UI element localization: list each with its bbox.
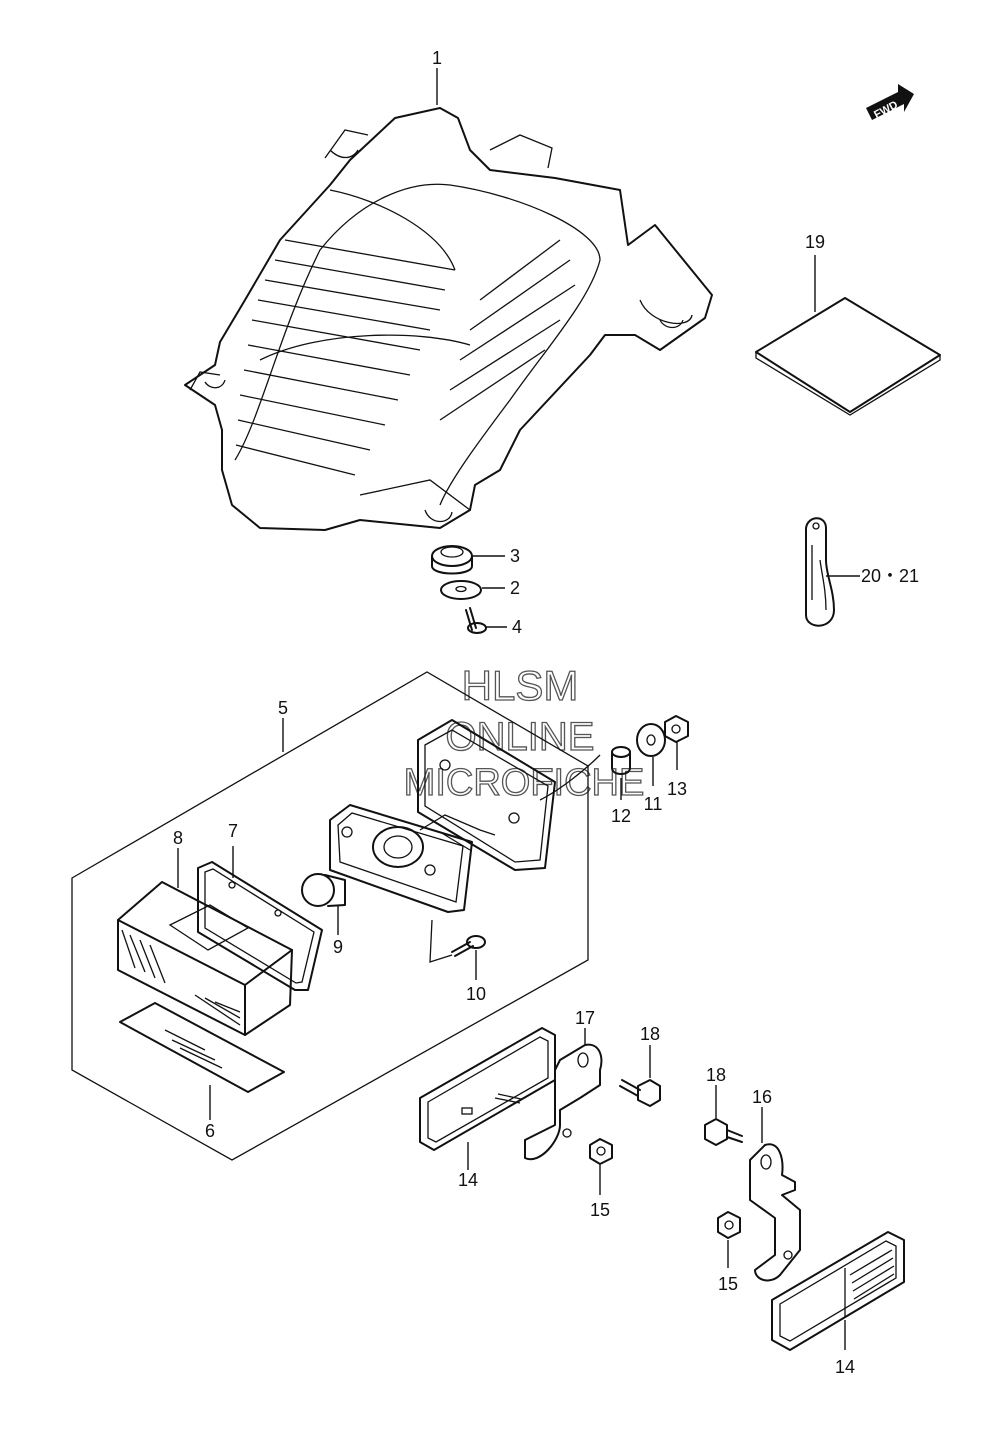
callout-18-right: 18 bbox=[706, 1065, 726, 1085]
socket-base bbox=[329, 804, 496, 963]
fwd-label: FWD bbox=[872, 99, 900, 121]
callout-4: 4 bbox=[512, 617, 522, 637]
bracket-17-part bbox=[524, 1043, 603, 1161]
bolt-18-right bbox=[704, 1118, 743, 1146]
callout-2: 2 bbox=[510, 578, 520, 598]
callout-17: 17 bbox=[575, 1008, 595, 1028]
callout-14-left: 14 bbox=[458, 1170, 478, 1190]
washer-11-part bbox=[636, 723, 666, 757]
bulb-part bbox=[301, 873, 346, 907]
callout-7: 7 bbox=[228, 821, 238, 841]
callout-18-left: 18 bbox=[640, 1024, 660, 1044]
reflector-left bbox=[419, 1027, 556, 1151]
lens-part bbox=[117, 881, 293, 1036]
lamp-assembly-frame bbox=[71, 671, 589, 1161]
washer-part bbox=[440, 580, 482, 600]
callout-15-left: 15 bbox=[590, 1200, 610, 1220]
callout-6: 6 bbox=[205, 1121, 215, 1141]
nut-15-left bbox=[589, 1138, 613, 1165]
fwd-arrow-icon: FWD bbox=[866, 84, 914, 121]
callout-19: 19 bbox=[805, 232, 825, 252]
bracket-16-part bbox=[749, 1143, 801, 1282]
bolt-18-left bbox=[619, 1079, 661, 1107]
grommet-part bbox=[431, 545, 473, 575]
callout-3: 3 bbox=[510, 546, 520, 566]
reflector-right bbox=[771, 1231, 905, 1351]
tail-light-housing bbox=[184, 107, 713, 531]
callout-10: 10 bbox=[466, 984, 486, 1004]
watermark: HLSM ONLINE MICROFICHE bbox=[403, 661, 645, 804]
gasket-part bbox=[197, 861, 323, 991]
callout-20-21: 20・21 bbox=[861, 566, 919, 586]
callout-1: 1 bbox=[432, 48, 442, 68]
watermark-line3: MICROFICHE bbox=[404, 762, 645, 804]
lamp-housing-plate bbox=[417, 719, 601, 871]
callout-15-right: 15 bbox=[718, 1274, 738, 1294]
callout-9: 9 bbox=[333, 937, 343, 957]
label-sheet bbox=[755, 297, 941, 416]
nut-13-part bbox=[664, 715, 689, 743]
screw-part bbox=[465, 607, 487, 634]
collar-part bbox=[611, 746, 631, 775]
watermark-line2: ONLINE bbox=[446, 715, 595, 759]
watermark-line1: HLSM bbox=[462, 662, 579, 709]
callout-13: 13 bbox=[667, 779, 687, 799]
callout-5: 5 bbox=[278, 698, 288, 718]
callout-14-right: 14 bbox=[835, 1357, 855, 1377]
license-lens-plate bbox=[119, 1002, 285, 1093]
nut-15-right bbox=[717, 1211, 741, 1239]
callout-8: 8 bbox=[173, 828, 183, 848]
callout-11: 11 bbox=[644, 794, 663, 814]
callout-12: 12 bbox=[611, 806, 631, 826]
mounting-screw bbox=[451, 935, 486, 957]
callout-16: 16 bbox=[752, 1087, 772, 1107]
strap-part bbox=[805, 517, 835, 627]
